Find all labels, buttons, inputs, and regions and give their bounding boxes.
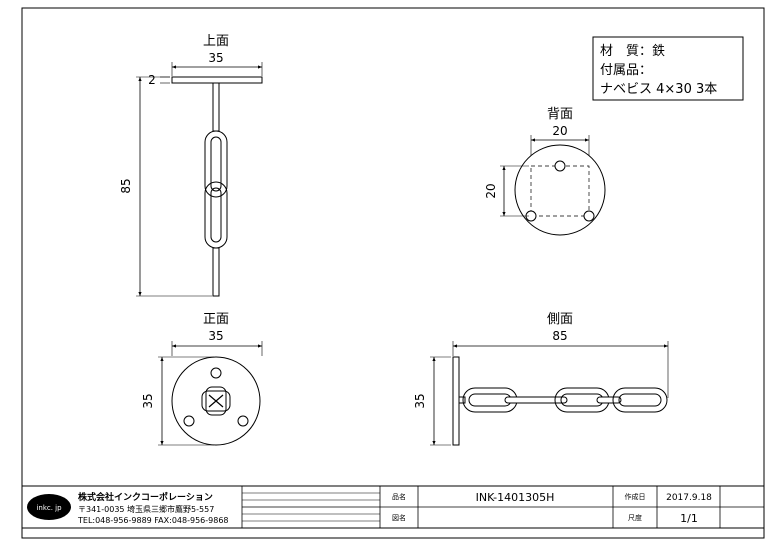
drawing-frame <box>21 7 765 539</box>
company-name: 株式会社インクコーポレーション <box>78 491 213 503</box>
accessories-note: 付属品： <box>600 63 652 78</box>
top-view: 上面 35 2 85 <box>119 34 263 297</box>
back-height-dim: 20 <box>484 183 498 198</box>
company-address: 〒341-0035 埼玉県三郷市鷹野5-557 <box>78 504 214 514</box>
scale-value: 1/1 <box>680 512 698 525</box>
date-label: 作成日 <box>625 492 646 501</box>
side-view-title: 側面 <box>547 312 573 327</box>
side-width-dim: 85 <box>552 329 567 343</box>
drawing-name-label: 図名 <box>392 513 406 522</box>
front-view-title: 正面 <box>203 312 229 327</box>
notes-box: 材 質：鉄 付属品： ナベビス 4×30 3本 <box>592 36 744 101</box>
top-view-title: 上面 <box>203 34 229 49</box>
side-height-dim: 35 <box>413 393 427 408</box>
top-length-dim: 85 <box>119 178 133 193</box>
back-view: 背面 20 20 <box>484 107 606 236</box>
back-view-title: 背面 <box>547 107 573 122</box>
scale-label: 尺度 <box>628 513 642 522</box>
front-width-dim: 35 <box>208 329 223 343</box>
front-chain-symbol <box>201 386 231 416</box>
top-thickness-dim: 2 <box>148 73 156 87</box>
front-height-dim: 35 <box>141 393 155 408</box>
date-value: 2017.9.18 <box>666 493 712 503</box>
title-block: inkc. jp 株式会社インクコーポレーション 〒341-0035 埼玉県三郷… <box>21 485 765 529</box>
front-view: 正面 35 35 <box>141 312 263 446</box>
company-contact: TEL:048-956-9889 FAX:048-956-9868 <box>77 516 229 525</box>
part-name: INK-1401305H <box>476 491 555 504</box>
material-note: 材 質：鉄 <box>600 44 665 59</box>
company-logo <box>27 494 71 520</box>
part-name-label: 品名 <box>392 492 406 501</box>
top-width-dim: 35 <box>208 51 223 65</box>
side-view: 側面 85 35 <box>413 312 669 446</box>
back-width-dim: 20 <box>552 124 567 138</box>
screws-note: ナベビス 4×30 3本 <box>600 82 717 97</box>
logo-text: inkc. jp <box>36 504 62 512</box>
